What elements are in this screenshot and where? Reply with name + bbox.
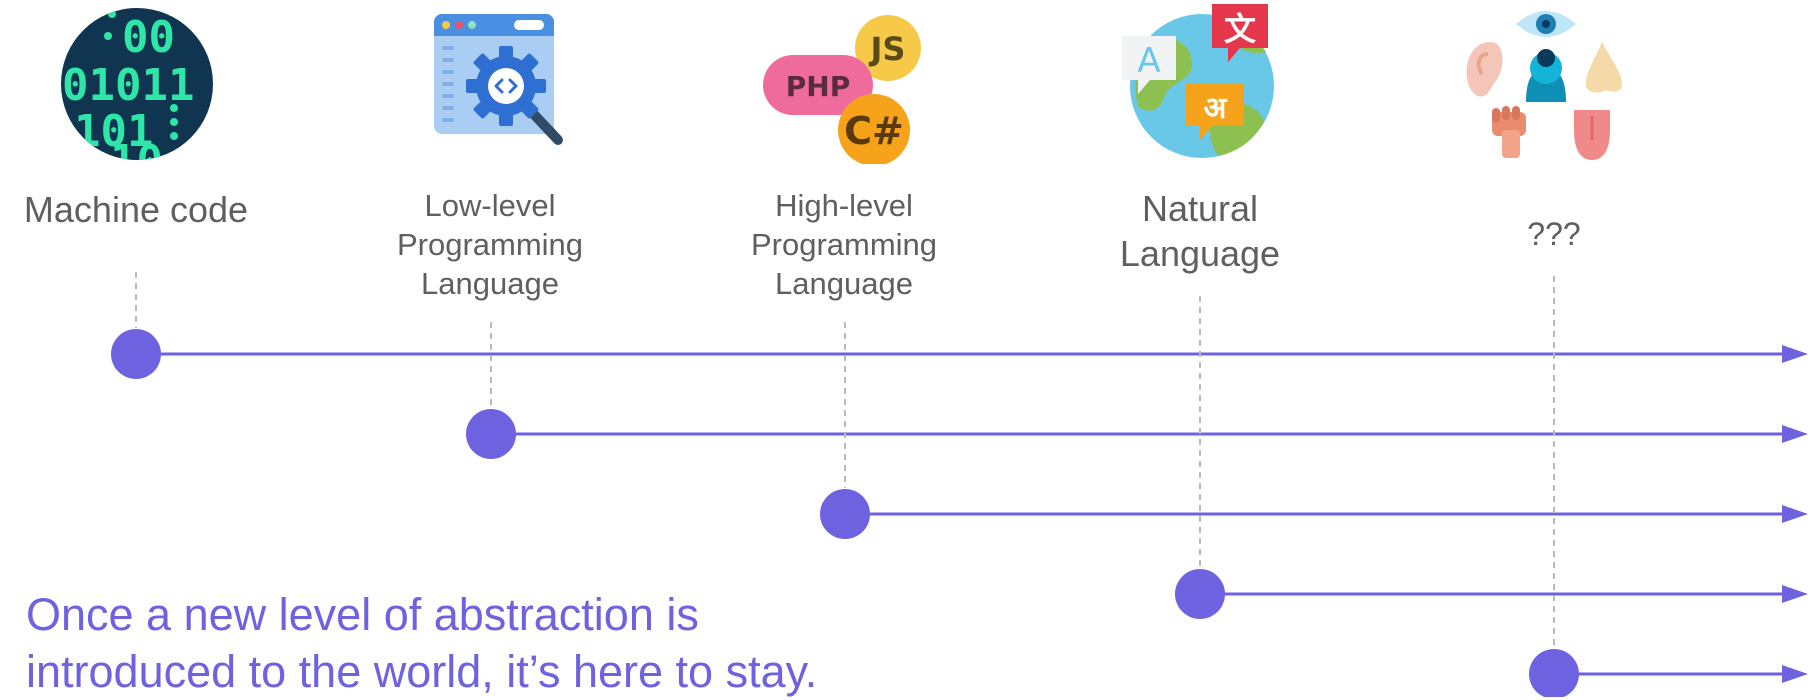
arrowhead-high-level [1782, 505, 1808, 523]
five-senses-icon [1466, 11, 1622, 160]
level-label-unknown: ??? [1527, 216, 1581, 252]
svg-text:10: 10 [110, 136, 163, 160]
hand-icon [1492, 106, 1526, 158]
timeline-dot-unknown [1529, 649, 1579, 697]
eye-icon [1516, 11, 1576, 37]
level-label-natural-language: Natural Language [1119, 188, 1281, 274]
nose-icon [1585, 42, 1622, 93]
tongue-icon [1574, 110, 1610, 160]
timeline-dot-machine-code [111, 329, 161, 379]
timeline-dot-low-level [466, 409, 516, 459]
svg-text:文: 文 [1224, 10, 1256, 48]
binary-code-icon: 00 01011 101 10 [61, 8, 213, 160]
timeline-dot-high-level [820, 489, 870, 539]
arrowhead-unknown [1782, 665, 1808, 683]
person-icon [1526, 49, 1566, 102]
level-label-high-level: High-level Programming Language [750, 188, 938, 302]
svg-text:A: A [1137, 41, 1160, 81]
globe-translation-icon: A 文 अ [1122, 4, 1274, 158]
language-bubbles-icon: JS PHP C# [763, 15, 921, 164]
browser-gear-magnifier-icon [434, 14, 563, 145]
svg-text:C#: C# [844, 109, 904, 153]
level-label-low-level: Low-level Programming Language [396, 188, 584, 302]
svg-text:अ: अ [1204, 91, 1228, 126]
ear-icon [1466, 42, 1503, 97]
arrowhead-machine-code [1782, 345, 1808, 363]
caption-line-2: introduced to the world, it’s here to st… [26, 646, 818, 697]
level-label-machine-code: Machine code [23, 189, 249, 230]
svg-text:00: 00 [122, 12, 175, 63]
svg-text:JS: JS [869, 30, 906, 68]
svg-text:PHP: PHP [786, 70, 850, 103]
arrowhead-low-level [1782, 425, 1808, 443]
arrowhead-natural-language [1782, 585, 1808, 603]
caption-text: Once a new level of abstraction is intro… [26, 586, 817, 700]
svg-text:01011: 01011 [62, 60, 194, 111]
timeline-dot-natural-language [1175, 569, 1225, 619]
caption-line-1: Once a new level of abstraction is [26, 589, 699, 640]
